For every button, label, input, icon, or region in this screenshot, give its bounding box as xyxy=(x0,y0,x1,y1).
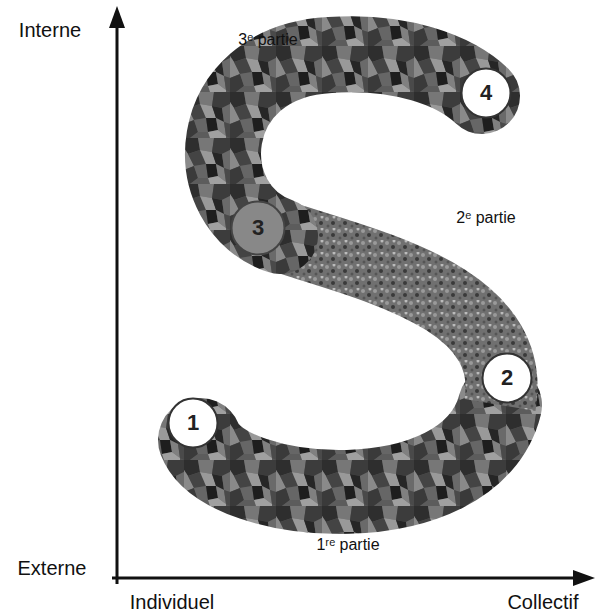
part-label: 2ᵉ partie xyxy=(456,209,515,227)
callout-number: 4 xyxy=(480,80,492,106)
number-circle: 4 xyxy=(460,67,512,119)
callout-number: 2 xyxy=(501,365,513,391)
number-circle: 2 xyxy=(481,352,533,404)
axis-label: Collectif xyxy=(507,591,578,614)
axis-label: Individuel xyxy=(130,591,215,614)
axis-label: Interne xyxy=(19,19,81,42)
number-circle: 3 xyxy=(230,200,286,256)
axis-label: Externe xyxy=(18,557,87,580)
callout-number: 3 xyxy=(252,215,264,241)
number-circle: 1 xyxy=(167,397,219,449)
part-label: 1ʳᵉ partie xyxy=(316,536,379,554)
callout-number: 1 xyxy=(187,410,199,436)
part-label: 3ᵉ partie xyxy=(238,31,297,49)
